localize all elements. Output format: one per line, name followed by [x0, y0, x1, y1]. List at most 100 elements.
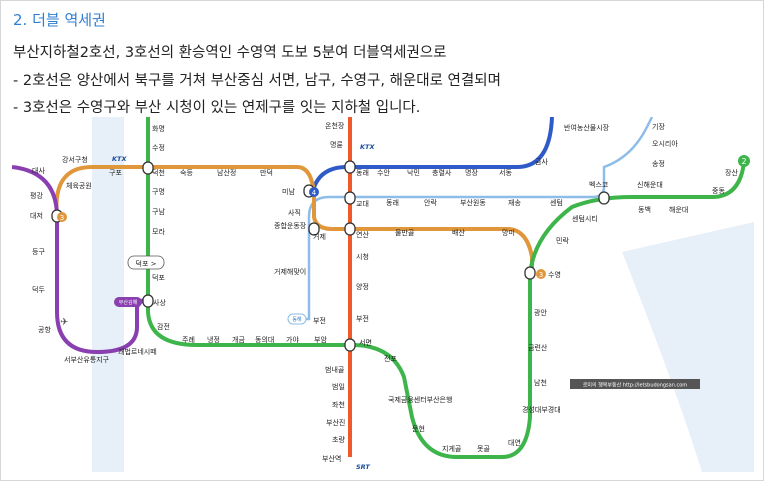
station-label: 초량	[332, 436, 345, 444]
section-heading: 2. 더블 역세권	[13, 11, 106, 29]
station-labels: 강서구청 구포 덕천 숙등 남산정 만덕 미남 대사 평강 대저 체육공원 등구…	[30, 121, 738, 463]
station-label: 거제	[313, 232, 326, 241]
station-label: 장산	[725, 168, 738, 177]
station-label: 부산원동	[460, 198, 486, 207]
station-label: 구포	[109, 169, 122, 177]
subway-map: 2 3 3 4 KTX KTX SRT 덕포 > 부산김해 동해 로미의 행복부…	[12, 117, 754, 472]
station-label: 센텀	[550, 198, 563, 207]
station-label: 센텀시티	[572, 214, 598, 223]
station-label: 동래	[386, 198, 399, 207]
station-label: 수정	[152, 143, 165, 152]
station-label: 부산진	[326, 418, 345, 427]
description-line-3: - 3호선은 수영구와 부산 시청이 있는 연제구를 잇는 지하철 입니다.	[13, 100, 421, 116]
map-bg-band-left	[92, 117, 124, 472]
station-label: 만덕	[260, 168, 273, 177]
station-label: 시청	[356, 253, 369, 261]
station-label: 광안	[534, 308, 547, 317]
station-label: 벡스코	[589, 180, 609, 189]
station-label: 동백	[638, 205, 651, 214]
watermark-box	[570, 379, 700, 389]
station-label: 덕두	[32, 285, 45, 294]
station-label: 덕천	[152, 168, 165, 177]
line4-badge	[309, 187, 319, 197]
station-label: 부전	[356, 314, 369, 323]
station-label: 문현	[412, 425, 425, 433]
station-label: 명장	[465, 168, 478, 177]
station-label: 금사	[535, 157, 548, 166]
station-label: 구남	[152, 207, 165, 216]
station-label: 해운대	[669, 205, 688, 214]
station-label: 종합운동장	[274, 221, 307, 230]
station-label: 연산	[356, 230, 369, 239]
station-label: 서면	[359, 338, 372, 347]
station-label: 국제금융센터부산은행	[388, 395, 452, 404]
ktx-marker-oncheonjang: KTX	[360, 143, 375, 151]
line2-badge-text: 2	[741, 157, 746, 166]
station-label: 부산역	[322, 454, 341, 463]
station-label: 경성대부경대	[522, 405, 561, 414]
station-label: 동의대	[255, 335, 274, 344]
station-label: 지게골	[442, 444, 462, 453]
deokpo-callout[interactable]	[127, 255, 165, 270]
station-label: 범일	[332, 382, 345, 391]
line4-badge-text: 4	[312, 189, 317, 197]
station-label: 사상	[153, 298, 166, 307]
station-label: 신해운대	[637, 180, 663, 189]
station-label: 등구	[32, 248, 45, 256]
station-label: 온천장	[325, 121, 345, 130]
station-label: 부전	[313, 316, 326, 325]
line2-badge	[738, 155, 750, 167]
station-label: 민락	[556, 236, 569, 245]
donghae-tag-text: 동해	[292, 316, 302, 323]
donghae-tag	[287, 313, 307, 325]
station-label: 범내골	[325, 365, 345, 374]
station-label: 양정	[356, 282, 369, 291]
station-label: 대연	[508, 439, 521, 447]
line4-track	[310, 117, 554, 196]
station-label: 덕포	[152, 273, 165, 282]
station-label: 송정	[652, 159, 665, 168]
description-line-1: 부산지하철2호선, 3호선의 환승역인 수영역 도보 5분여 더블역세권으로	[13, 45, 447, 61]
station-label: 개금	[232, 335, 245, 344]
station-label: 서동	[499, 168, 512, 177]
station-label: 배산	[452, 228, 465, 237]
line3-track	[54, 165, 534, 277]
station-label: 미남	[282, 187, 295, 196]
station-label: 대사	[32, 166, 45, 175]
station-label: 중동	[712, 187, 725, 195]
station-label: 망미	[502, 228, 515, 237]
station-label: 교대	[356, 200, 369, 208]
station-label: 평강	[30, 191, 43, 200]
station-label: 낙민	[407, 168, 420, 177]
station-label: 남천	[534, 378, 547, 387]
airplane-icon: ✈	[60, 317, 68, 328]
station-label: 대저	[30, 211, 43, 220]
station-label: 못골	[477, 445, 490, 453]
line3-badge-west-text: 3	[60, 214, 64, 222]
purple-line-tag-text: 부산김해	[119, 299, 138, 306]
station-label: 충렬사	[432, 168, 452, 177]
station-label: 체육공원	[66, 181, 92, 190]
station-label: 가야	[286, 335, 299, 344]
watermark-text: 로미의 행복부동산 http://letsbudongsan.com	[583, 382, 687, 389]
station-label: 냉정	[207, 335, 220, 344]
deokpo-callout-text: 덕포 >	[136, 259, 157, 268]
station-label: 금련산	[528, 343, 548, 352]
station-label: 서부산유통지구	[64, 355, 110, 364]
ktx-marker-gupo: KTX	[112, 155, 127, 163]
purple-line-tag	[114, 297, 142, 307]
donghae-line	[294, 117, 654, 321]
station-label: 모라	[152, 227, 165, 236]
station-label: 강서구청	[62, 155, 88, 164]
station-label: 수안	[377, 168, 390, 177]
station-label: 주례	[182, 335, 195, 344]
station-label: 거제해맞이	[274, 267, 306, 276]
station-label: 좌천	[332, 400, 345, 409]
map-bg-shape-right	[622, 222, 754, 472]
station-label: 오시리아	[652, 139, 678, 148]
station-label: 부암	[314, 336, 327, 344]
station-label: 명륜	[330, 140, 343, 149]
station-label: 구명	[152, 187, 165, 196]
station-label: 화명	[152, 124, 165, 133]
line3-badge-suyeong	[536, 269, 546, 279]
